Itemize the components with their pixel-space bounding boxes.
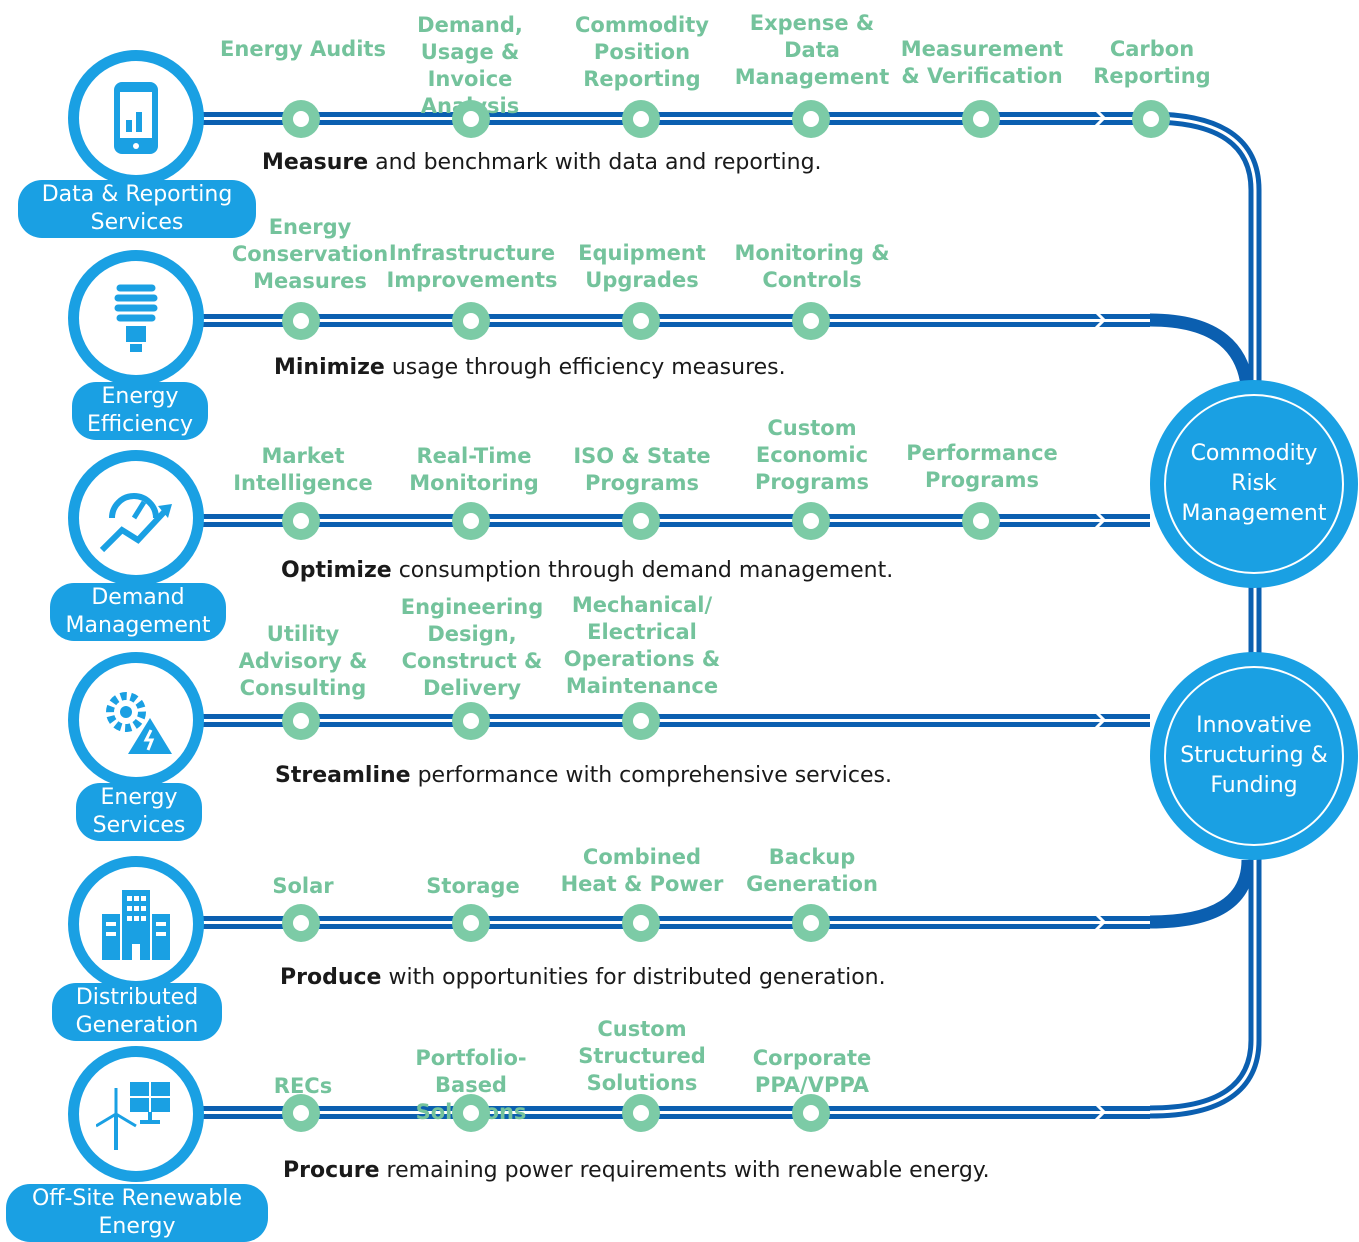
hub-label: Innovative Structuring & Funding [1164, 666, 1344, 846]
tagline-text: performance with comprehensive services. [410, 763, 892, 788]
row-pipe [200, 314, 1150, 327]
node-engineering-design [452, 702, 490, 740]
node-solar [282, 904, 320, 942]
node-label-custom-structured: Custom Structured Solutions [578, 1017, 706, 1095]
node-mechanical-electrical [622, 702, 660, 740]
node-label-carbon-reporting: Carbon Reporting [1093, 37, 1211, 88]
node-equipment-upgrades [622, 302, 660, 340]
node-iso-state [622, 502, 660, 540]
node-label-measurement-verification: Measurement & Verification [900, 37, 1064, 88]
row-tagline: Measure and benchmark with data and repo… [262, 150, 822, 175]
tagline-verb: Minimize [274, 355, 385, 380]
category-pill: Demand Management [50, 583, 226, 641]
tagline-text: usage through efficiency measures. [384, 355, 786, 380]
row-tagline: Procure remaining power requirements wit… [283, 1158, 990, 1183]
node-label-equipment-upgrades: Equipment Upgrades [578, 241, 706, 292]
node-infrastructure [452, 302, 490, 340]
node-storage [452, 904, 490, 942]
node-monitoring-controls [792, 302, 830, 340]
node-label-mechanical-electrical: Mechanical/ Electrical Operations & Main… [563, 593, 721, 698]
category-pill: Energy Efficiency [72, 382, 208, 440]
row-tagline: Minimize usage through efficiency measur… [274, 355, 786, 380]
row-tagline: Streamline performance with comprehensiv… [275, 763, 892, 788]
hub-innovative-structuring: Innovative Structuring & Funding [1150, 652, 1358, 860]
node-combined-heat-power [622, 904, 660, 942]
row-pipe [200, 714, 1150, 727]
hub-commodity-risk: Commodity Risk Management [1150, 380, 1358, 588]
tagline-verb: Procure [283, 1158, 380, 1183]
tagline-text: and benchmark with data and reporting. [368, 150, 822, 175]
node-label-engineering-design: Engineering Design, Construct & Delivery [400, 595, 544, 700]
node-label-custom-economic: Custom Economic Programs [754, 416, 870, 494]
node-label-iso-state: ISO & State Programs [573, 444, 711, 495]
row-pipe [200, 1106, 1150, 1119]
tagline-text: consumption through demand management. [391, 558, 894, 583]
node-portfolio-based [452, 1094, 490, 1132]
node-label-expense-data: Expense & Data Management [734, 11, 890, 89]
category-pill: Distributed Generation [52, 983, 222, 1041]
node-market-intelligence [282, 502, 320, 540]
gear-warning-icon [68, 652, 204, 788]
node-label-backup-generation: Backup Generation [746, 845, 878, 896]
node-energy-conservation [282, 302, 320, 340]
node-performance-programs [962, 502, 1000, 540]
node-label-combined-heat-power: Combined Heat & Power [560, 845, 724, 896]
node-label-market-intelligence: Market Intelligence [233, 444, 373, 495]
tagline-verb: Streamline [275, 763, 411, 788]
tagline-text: with opportunities for distributed gener… [381, 965, 886, 990]
node-demand-usage-invoice [452, 100, 490, 138]
node-utility-advisory [282, 702, 320, 740]
row-pipe [200, 916, 1150, 929]
node-backup-generation [792, 904, 830, 942]
node-corporate-ppa [792, 1094, 830, 1132]
node-label-utility-advisory: Utility Advisory & Consulting [238, 622, 368, 700]
node-measurement-verification [962, 100, 1000, 138]
node-label-real-time-monitoring: Real-Time Monitoring [409, 444, 539, 495]
row-pipe [200, 514, 1150, 527]
category-pill: Energy Services [76, 783, 202, 841]
node-custom-economic [792, 502, 830, 540]
category-pill: Data & Reporting Services [18, 180, 256, 238]
gauge-trend-icon [68, 450, 204, 586]
node-label-energy-audits: Energy Audits [220, 37, 386, 61]
node-recs [282, 1094, 320, 1132]
hub-label: Commodity Risk Management [1164, 394, 1344, 574]
tagline-text: remaining power requirements with renewa… [379, 1158, 990, 1183]
cfl-bulb-icon [68, 250, 204, 386]
node-label-solar: Solar [272, 874, 334, 898]
row-pipe [200, 112, 1150, 125]
node-expense-data [792, 100, 830, 138]
tagline-verb: Produce [280, 965, 382, 990]
solar-wind-icon [68, 1046, 204, 1182]
row-tagline: Optimize consumption through demand mana… [281, 558, 893, 583]
row-tagline: Produce with opportunities for distribut… [280, 965, 886, 990]
smartphone-chart-icon [68, 50, 204, 186]
node-energy-audits [282, 100, 320, 138]
node-label-corporate-ppa: Corporate PPA/VPPA [752, 1046, 872, 1097]
node-label-commodity-position: Commodity Position Reporting [575, 13, 709, 91]
node-label-storage: Storage [426, 874, 520, 898]
node-label-infrastructure: Infrastructure Improvements [386, 241, 558, 292]
node-label-portfolio-based: Portfolio-Based Solutions [415, 1046, 527, 1124]
tagline-verb: Measure [262, 150, 369, 175]
tagline-verb: Optimize [281, 558, 392, 583]
node-label-monitoring-controls: Monitoring & Controls [734, 241, 890, 292]
node-custom-structured [622, 1094, 660, 1132]
node-label-performance-programs: Performance Programs [906, 441, 1058, 492]
category-pill: Off-Site Renewable Energy [6, 1184, 268, 1242]
node-commodity-position [622, 100, 660, 138]
node-real-time-monitoring [452, 502, 490, 540]
node-carbon-reporting [1132, 100, 1170, 138]
node-label-energy-conservation: Energy Conservation Measures [231, 215, 389, 293]
